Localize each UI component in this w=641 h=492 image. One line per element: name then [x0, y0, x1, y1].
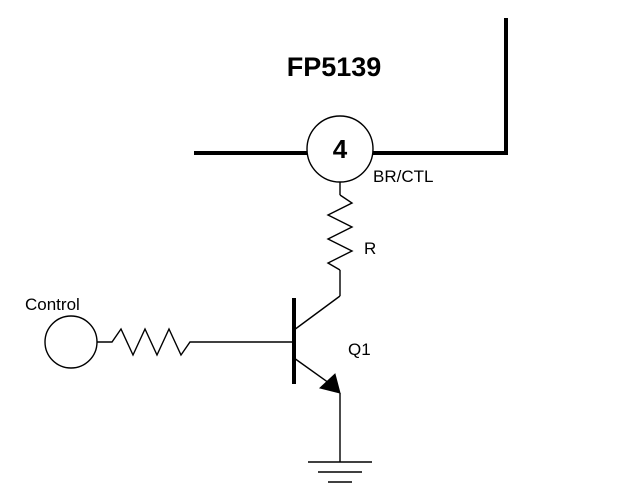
transistor-label: Q1	[348, 340, 371, 359]
emitter-arrow-icon	[318, 373, 341, 394]
transistor-q1	[292, 295, 341, 462]
base-resistor	[97, 327, 294, 357]
control-terminal	[44, 315, 98, 369]
resistor-r	[326, 194, 354, 271]
resistor-label: R	[364, 239, 376, 258]
control-label: Control	[25, 295, 80, 314]
pin-name-label: BR/CTL	[373, 167, 433, 186]
ground-symbol	[308, 461, 372, 483]
pin-number: 4	[333, 134, 348, 164]
chip-title: FP5139	[287, 52, 382, 82]
chip-outline	[194, 18, 508, 155]
